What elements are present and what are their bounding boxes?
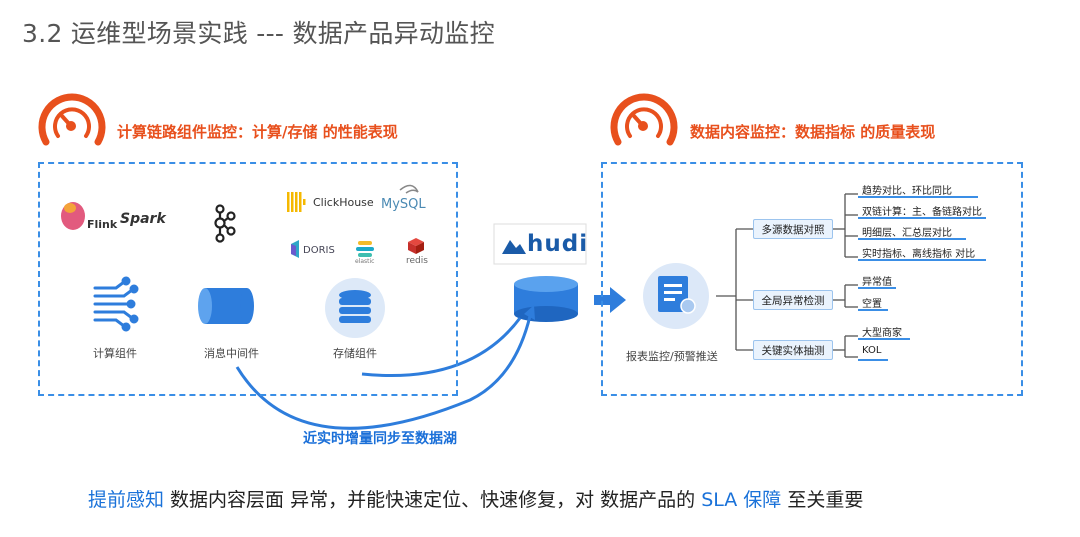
redis-logo-text: redis bbox=[406, 256, 428, 266]
tree-connectors bbox=[716, 193, 858, 358]
footer-sla-highlight: SLA 保障 bbox=[701, 489, 782, 511]
leaf-underline bbox=[858, 196, 978, 198]
sync-flow-label: 近实时增量同步至数据湖 bbox=[303, 431, 457, 447]
compute-component-label: 计算组件 bbox=[93, 347, 137, 360]
clickhouse-logo-text: ClickHouse bbox=[313, 196, 374, 209]
clickhouse-logo-icon bbox=[287, 192, 306, 212]
arrow-head-icon bbox=[524, 305, 535, 320]
leaf-underline bbox=[858, 238, 966, 240]
tree-leaf: 双链计算：主、备链路对比 bbox=[862, 207, 982, 218]
data-lake-icon bbox=[514, 276, 578, 322]
tree-leaf: 大型商家 bbox=[862, 328, 902, 339]
leaf-underline bbox=[858, 338, 910, 340]
report-monitor-label: 报表监控/预警推送 bbox=[626, 350, 718, 363]
gauge-icon bbox=[38, 93, 106, 146]
tree-leaf: 明细层、汇总层对比 bbox=[862, 228, 952, 239]
doris-logo-text: DORIS bbox=[303, 245, 335, 256]
leaf-underline bbox=[858, 359, 888, 361]
hudi-logo-text: hudi bbox=[527, 231, 589, 257]
redis-logo-icon bbox=[408, 238, 424, 254]
spark-logo-text: Spark bbox=[120, 211, 166, 227]
sync-arrow-icon bbox=[361, 317, 522, 378]
left-monitor-panel bbox=[38, 162, 458, 396]
footer-text-end: 至关重要 bbox=[781, 489, 864, 511]
leaf-underline bbox=[858, 309, 888, 311]
right-section-heading: 数据内容监控：数据指标 的质量表现 bbox=[690, 123, 936, 141]
footer-statement: 提前感知 数据内容层面 异常，并能快速定位、快速修复，对 数据产品的 SLA 保… bbox=[88, 485, 863, 512]
doris-logo-icon bbox=[291, 240, 299, 258]
tree-leaf: 空置 bbox=[862, 299, 882, 310]
compute-component-icon bbox=[93, 276, 139, 332]
tree-node-anomaly-detection: 全局异常检测 bbox=[753, 290, 833, 310]
tree-leaf: KOL bbox=[862, 345, 882, 356]
database-icon bbox=[325, 278, 385, 338]
page-title: 3.2 运维型场景实践 --- 数据产品异动监控 bbox=[22, 19, 495, 48]
message-queue-label: 消息中间件 bbox=[204, 347, 259, 360]
footer-text: 数据内容层面 异常，并能快速定位、快速修复，对 数据产品的 bbox=[164, 489, 702, 511]
report-icon bbox=[643, 263, 709, 329]
flink-logo-icon bbox=[61, 202, 85, 230]
left-section-heading: 计算链路组件监控：计算/存储 的性能表现 bbox=[117, 123, 398, 141]
message-queue-icon bbox=[198, 288, 254, 324]
elastic-logo-icon bbox=[356, 241, 374, 257]
tree-leaf: 趋势对比、环比同比 bbox=[862, 186, 952, 197]
flow-arrow-icon bbox=[594, 287, 626, 313]
right-monitor-panel bbox=[601, 162, 1023, 396]
mysql-logo-icon bbox=[399, 184, 419, 194]
storage-component-label: 存储组件 bbox=[333, 347, 377, 360]
gauge-icon bbox=[610, 93, 678, 146]
mysql-logo-text: MySQL bbox=[381, 197, 426, 212]
leaf-underline bbox=[858, 217, 986, 219]
tree-node-entity-sampling: 关键实体抽测 bbox=[753, 340, 833, 360]
kafka-logo-icon bbox=[214, 204, 236, 243]
sync-arrow-icon bbox=[235, 315, 532, 430]
tree-leaf: 异常值 bbox=[862, 277, 892, 288]
flink-logo-text: Flink bbox=[87, 218, 118, 231]
leaf-underline bbox=[858, 287, 896, 289]
tree-node-multi-source: 多源数据对照 bbox=[753, 219, 833, 239]
leaf-underline bbox=[858, 259, 986, 261]
hudi-logo-icon bbox=[493, 223, 587, 265]
tree-leaf: 实时指标、离线指标 对比 bbox=[862, 249, 976, 260]
elastic-logo-text: elastic bbox=[355, 258, 375, 265]
footer-highlight: 提前感知 bbox=[88, 489, 165, 511]
